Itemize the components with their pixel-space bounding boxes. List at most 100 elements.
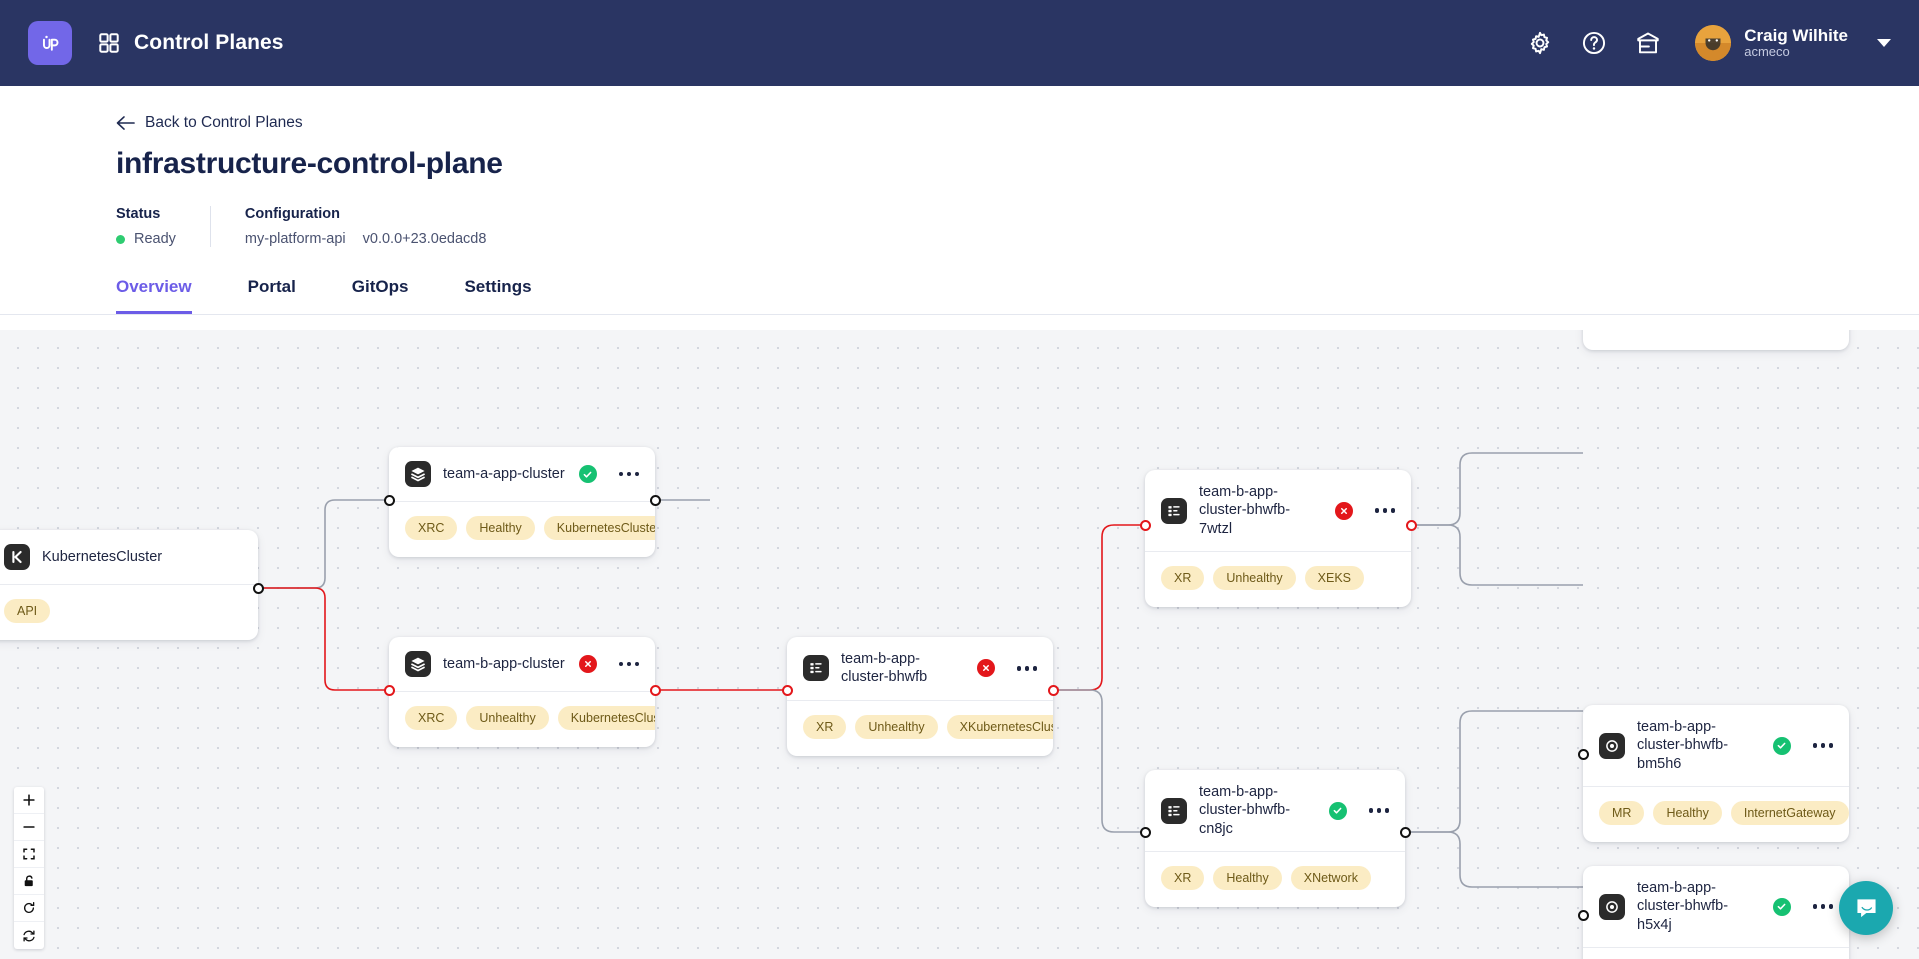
control-planes-nav-group[interactable]: Control Planes xyxy=(98,31,284,55)
page-header: Back to Control Planes infrastructure-co… xyxy=(0,86,1919,314)
graph-node-team-b-app-cluster-bhwfb-bm5h6[interactable]: team-b-app-cluster-bhwfb-bm5h6 MR Health… xyxy=(1583,705,1849,843)
node-title: team-b-app-cluster-bhwfb-bm5h6 xyxy=(1637,719,1729,772)
node-menu-button[interactable] xyxy=(1007,662,1041,675)
tab-settings[interactable]: Settings xyxy=(464,277,532,296)
status-block: Status Ready xyxy=(116,206,176,247)
node-tags: XR Unhealthy XEKS xyxy=(1145,552,1411,607)
user-name: Craig Wilhite xyxy=(1744,25,1848,45)
node-handle-source[interactable] xyxy=(1048,685,1059,696)
node-tag: XRC xyxy=(405,706,458,730)
node-menu-button[interactable] xyxy=(609,658,643,671)
node-title: team-b-app-cluster-bhwfb-h5x4j xyxy=(1637,880,1729,933)
resource-graph-canvas[interactable]: KubernetesCluster API team-a-app-cluster xyxy=(0,330,1919,959)
node-header: team-b-app-cluster-bhwfb-bm5h6 xyxy=(1583,705,1849,786)
node-menu-button[interactable] xyxy=(1803,739,1837,752)
node-tag: XKubernetesCluster xyxy=(946,714,1053,739)
fit-view-icon[interactable] xyxy=(14,841,44,868)
status-badge-unhealthy xyxy=(578,655,597,673)
resource-grid-glyph xyxy=(1168,805,1180,816)
refresh-icon[interactable] xyxy=(14,895,44,922)
top-navigation-bar: Control Planes Craig Wi xyxy=(0,0,1919,86)
tab-portal[interactable]: Portal xyxy=(247,277,296,296)
status-label: Status xyxy=(116,206,161,222)
node-divider xyxy=(1145,851,1405,853)
graph-node-clipped-top[interactable] xyxy=(1583,330,1849,350)
layers-glyph xyxy=(411,467,425,482)
graph-node-kubernetescluster[interactable]: KubernetesCluster API xyxy=(0,530,258,640)
close-x-icon xyxy=(982,665,989,672)
managed-resource-glyph xyxy=(1606,900,1618,913)
status-badge-healthy xyxy=(1772,736,1791,755)
graph-node-team-b-app-cluster[interactable]: team-b-app-cluster XRC Unhealthy Kuberne… xyxy=(389,637,655,747)
node-menu-button[interactable] xyxy=(1359,804,1393,817)
avatar xyxy=(1695,25,1732,61)
status-value: Ready xyxy=(134,231,176,247)
graph-node-team-b-app-cluster-bhwfb-7wtzl[interactable]: team-b-app-cluster-bhwfb-7wtzl XR Unheal… xyxy=(1145,470,1411,608)
tab-bar: Overview Portal GitOps Settings xyxy=(116,277,1919,314)
configuration-label: Configuration xyxy=(244,206,340,222)
sync-icon[interactable] xyxy=(14,922,44,949)
node-handle-target[interactable] xyxy=(384,495,395,506)
node-tags: XRC Unhealthy KubernetesCluster xyxy=(389,692,655,747)
node-tag: XRC xyxy=(405,516,458,540)
node-header: team-b-app-cluster-bhwfb-7wtzl xyxy=(1145,470,1411,551)
node-tag: XR xyxy=(1161,866,1205,891)
marketplace-icon[interactable] xyxy=(1635,30,1661,56)
resource-grid-icon xyxy=(803,655,829,682)
node-handle-source[interactable] xyxy=(1400,827,1411,838)
node-handle-source[interactable] xyxy=(1406,520,1417,531)
help-circle-icon[interactable] xyxy=(1581,30,1607,56)
graph-node-team-b-app-cluster-bhwfb[interactable]: team-b-app-cluster-bhwfb XR Unhealthy XK… xyxy=(787,637,1053,756)
node-header: KubernetesCluster xyxy=(0,530,258,584)
node-handle-target[interactable] xyxy=(1140,520,1151,531)
node-handle-target[interactable] xyxy=(384,685,395,696)
node-divider xyxy=(787,699,1053,701)
lock-icon[interactable] xyxy=(14,868,44,895)
node-handle-source[interactable] xyxy=(253,583,264,594)
node-tags: MR Healthy MainRouteTableAssociation xyxy=(1583,948,1849,959)
node-handle-target[interactable] xyxy=(782,685,793,696)
node-menu-button[interactable] xyxy=(609,468,643,481)
node-tags: XR Unhealthy XKubernetesCluster xyxy=(787,701,1053,756)
avatar-glyph xyxy=(1695,25,1732,61)
node-handle-source[interactable] xyxy=(650,495,661,506)
resource-grid-icon xyxy=(1161,497,1187,524)
node-tag: MR xyxy=(1599,801,1645,826)
node-title: KubernetesCluster xyxy=(42,548,163,565)
node-tags: API xyxy=(0,585,258,640)
tab-gitops[interactable]: GitOps xyxy=(351,277,409,296)
chat-widget-button[interactable] xyxy=(1839,881,1893,935)
tab-overview[interactable]: Overview xyxy=(116,277,192,314)
node-handle-source[interactable] xyxy=(650,685,661,696)
node-tag: XEKS xyxy=(1304,566,1365,591)
node-menu-button[interactable] xyxy=(1803,900,1837,913)
graph-node-team-b-app-cluster-bhwfb-cn8jc[interactable]: team-b-app-cluster-bhwfb-cn8jc XR Health… xyxy=(1145,770,1405,908)
node-divider xyxy=(1583,947,1849,949)
node-title: team-a-app-cluster xyxy=(443,465,565,482)
graph-node-team-a-app-cluster[interactable]: team-a-app-cluster XRC Healthy Kubernete… xyxy=(389,447,655,557)
graph-controls xyxy=(14,787,44,949)
page-title: infrastructure-control-plane xyxy=(116,147,503,180)
chevron-down-icon[interactable] xyxy=(1877,39,1891,47)
graph-node-team-b-app-cluster-bhwfb-h5x4j[interactable]: team-b-app-cluster-bhwfb-h5x4j MR Health… xyxy=(1583,866,1849,959)
configuration-value: my-platform-api v0.0.0+23.0edacd8 xyxy=(245,231,486,247)
node-title: team-b-app-cluster xyxy=(443,655,565,672)
back-to-control-planes-link[interactable]: Back to Control Planes xyxy=(116,114,303,132)
crossplane-k-icon xyxy=(4,544,30,570)
upbound-logo[interactable] xyxy=(28,21,72,65)
node-header: team-b-app-cluster xyxy=(389,637,655,691)
user-meta: Craig Wilhite acmeco xyxy=(1744,26,1848,60)
node-tags: MR Healthy InternetGateway xyxy=(1583,787,1849,842)
node-handle-target[interactable] xyxy=(1578,749,1589,760)
node-menu-button[interactable] xyxy=(1365,504,1399,517)
node-tag: Healthy xyxy=(1213,866,1282,891)
status-badge-unhealthy xyxy=(1334,501,1353,520)
zoom-in-icon[interactable] xyxy=(14,787,44,814)
node-handle-target[interactable] xyxy=(1578,910,1589,921)
node-handle-target[interactable] xyxy=(1140,827,1151,838)
zoom-out-icon[interactable] xyxy=(14,814,44,841)
status-badge-healthy xyxy=(578,465,597,483)
user-menu[interactable]: Craig Wilhite acmeco xyxy=(1695,25,1891,61)
grid-apps-icon xyxy=(99,33,119,53)
gear-icon[interactable] xyxy=(1527,30,1553,56)
